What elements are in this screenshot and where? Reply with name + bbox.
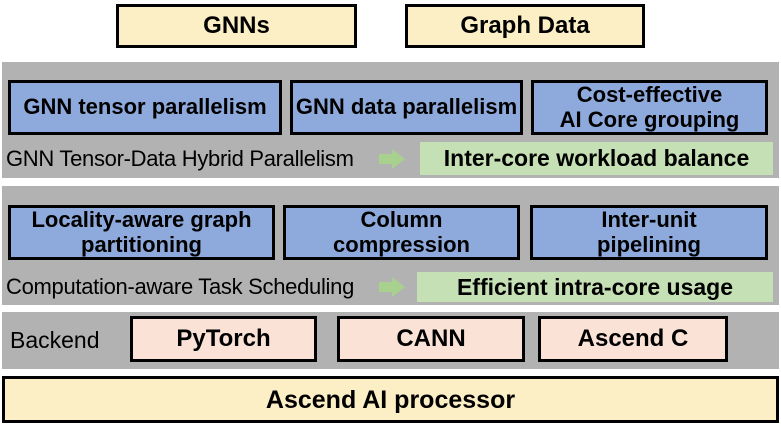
backend-box-cann: CANN	[337, 316, 525, 362]
scheduling-caption-row: Computation-aware Task Scheduling Effici…	[2, 272, 779, 302]
module-box-column-compression: Column compression	[283, 205, 520, 260]
benefit-box-efficient-intra-core-usage: Efficient intra-core usage	[417, 272, 773, 302]
graph-data-box: Graph Data	[405, 4, 645, 48]
module-box-inter-unit-pipelining: Inter-unit pipelining	[530, 205, 768, 260]
module-box-locality-aware-graph-partitioning: Locality-aware graph partitioning	[8, 205, 275, 260]
benefit-box-inter-core-workload-balance: Inter-core workload balance	[420, 142, 773, 175]
module-box-ai-core-grouping: Cost-effective AI Core grouping	[531, 80, 768, 135]
arrow-right-icon	[379, 277, 405, 297]
backend-caption: Backend	[10, 327, 100, 353]
module-box-gnn-tensor-parallelism: GNN tensor parallelism	[8, 80, 282, 135]
parallelism-caption: GNN Tensor-Data Hybrid Parallelism	[6, 145, 354, 171]
arrow-right-icon	[379, 148, 405, 169]
scheduling-caption: Computation-aware Task Scheduling	[6, 274, 355, 299]
backend-box-pytorch: PyTorch	[130, 316, 317, 362]
hardware-box-ascend-ai-processor: Ascend AI processor	[2, 376, 779, 423]
parallelism-caption-row: GNN Tensor-Data Hybrid Parallelism Inter…	[2, 142, 779, 175]
module-box-gnn-data-parallelism: GNN data parallelism	[290, 80, 523, 135]
backend-box-ascend-c: Ascend C	[538, 316, 728, 362]
gnns-box: GNNs	[116, 4, 357, 48]
